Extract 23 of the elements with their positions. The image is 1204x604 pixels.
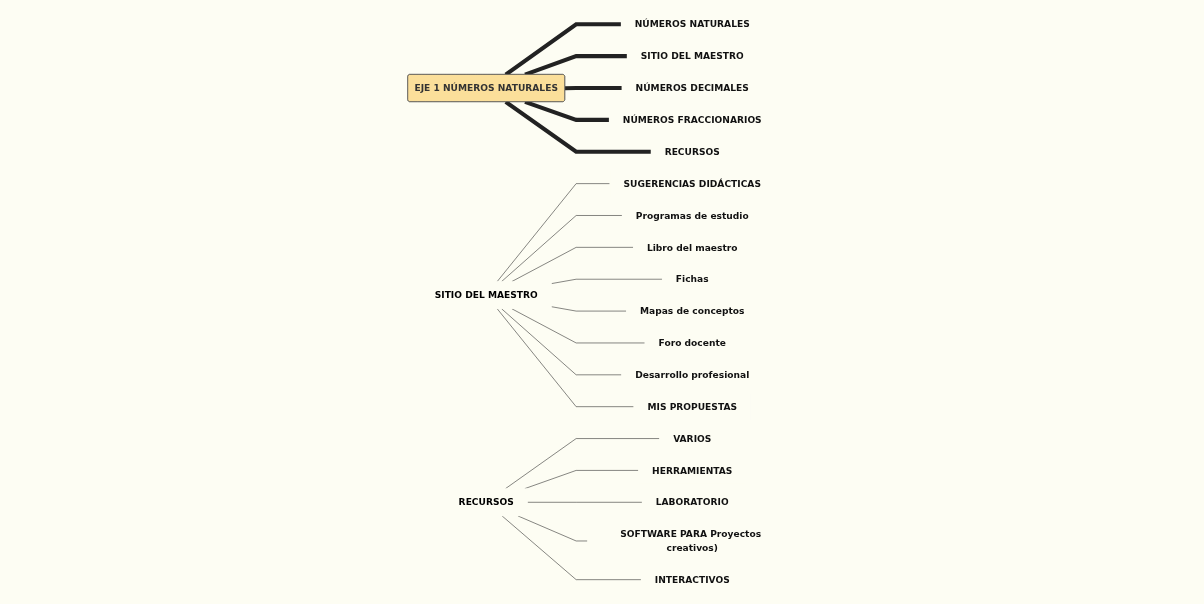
node-text: VARIOS <box>672 433 712 445</box>
node-text: NÚMEROS NATURALES <box>634 18 750 30</box>
connector <box>504 100 651 154</box>
node-text: NÚMEROS DECIMALES <box>635 82 749 94</box>
node-text: SITIO DEL MAESTRO <box>640 50 744 62</box>
node-text: NÚMEROS FRACCIONARIOS <box>622 114 762 126</box>
node-text: LABORATORIO <box>655 496 729 508</box>
node-text: MIS PROPUESTAS <box>647 401 737 413</box>
node-text: SITIO DEL MAESTRO <box>434 289 538 301</box>
node-text: SOFTWARE PARA Proyectos creativos) <box>619 528 761 554</box>
node-text: Libro del maestro <box>646 241 738 253</box>
node-text: Desarrollo profesional <box>634 369 749 381</box>
node-text: RECURSOS <box>664 146 720 158</box>
node-text: Mapas de conceptos <box>639 305 745 317</box>
node-text: INTERACTIVOS <box>654 574 730 586</box>
node-text: RECURSOS <box>458 496 514 508</box>
connector <box>564 86 622 91</box>
node-text: Programas de estudio <box>635 210 749 221</box>
node-text: HERRAMIENTAS <box>651 464 733 476</box>
node-text: Fichas <box>675 273 709 285</box>
node-text: Foro docente <box>658 337 726 349</box>
node-text: SUGERENCIAS DIDÁCTICAS <box>623 178 761 190</box>
connector <box>524 100 609 122</box>
